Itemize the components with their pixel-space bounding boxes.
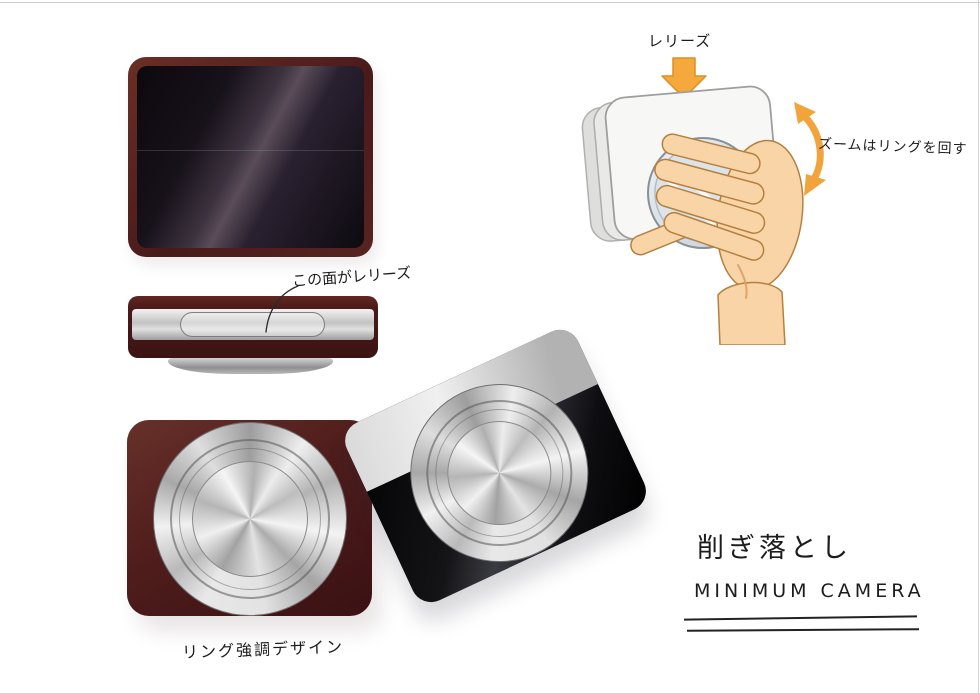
- camera-side-view: [128, 296, 378, 374]
- front-lens-inner-ring: [170, 439, 330, 599]
- release-surface-strip: [132, 309, 374, 340]
- camera-tilted-view: [338, 323, 653, 609]
- title-underline-1: [683, 615, 918, 621]
- lens-base-profile: [168, 358, 333, 374]
- front-lens-ring: [153, 422, 347, 616]
- side-note-pointer-line: [265, 285, 299, 333]
- front-lens-middle-ring: [179, 448, 321, 590]
- concept-title-jp: 削ぎ落とし: [697, 533, 852, 564]
- tilted-lens-middle-ring: [413, 388, 584, 559]
- zoom-rotate-arrow-icon: [794, 102, 826, 196]
- camera-back-view: [128, 57, 373, 257]
- concept-title-en: MINIMUM CAMERA: [694, 580, 925, 602]
- screen-reflection-line: [137, 149, 364, 151]
- release-arrow-icon: [661, 57, 707, 99]
- camera-display-screen: [137, 66, 364, 248]
- tilted-lens-center-disc: [429, 403, 568, 543]
- zoom-note-label: ズームはリングを回す: [817, 136, 968, 158]
- camera-front-view: [127, 420, 372, 616]
- scan-edge-top: [0, 2, 980, 3]
- front-lens-center-disc: [192, 461, 308, 577]
- front-caption: リング強調デザイン: [181, 637, 345, 662]
- scan-edge-right: [978, 0, 979, 693]
- hand-holding-camera-illustration: [581, 57, 826, 345]
- release-label: レリーズ: [648, 32, 712, 50]
- release-button-outline: [180, 312, 325, 337]
- fingers: [654, 133, 766, 261]
- title-underline-2: [686, 628, 920, 632]
